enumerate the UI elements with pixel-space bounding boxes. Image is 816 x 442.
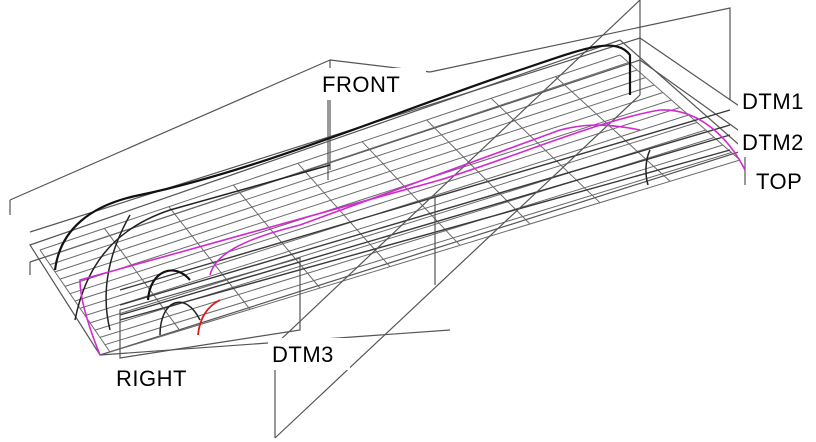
grid-line bbox=[39, 54, 621, 251]
top-label-text: TOP bbox=[756, 169, 802, 194]
grid-line bbox=[84, 122, 698, 317]
grid-line bbox=[490, 97, 601, 204]
label-top: TOP bbox=[752, 166, 812, 196]
profile-curves bbox=[53, 44, 651, 336]
front-label-text: FRONT bbox=[322, 72, 400, 97]
grid-line bbox=[59, 84, 655, 280]
grid-line bbox=[69, 99, 672, 295]
dtm1-datum-plane[interactable] bbox=[29, 37, 746, 233]
label-dtm3: DTM3 bbox=[268, 338, 350, 370]
dtm2-label-text: DTM2 bbox=[742, 130, 804, 155]
grid-line bbox=[426, 119, 531, 225]
grid-line bbox=[555, 76, 671, 182]
label-dtm2: DTM2 bbox=[738, 127, 816, 157]
grid-line bbox=[619, 54, 741, 161]
label-front: FRONT bbox=[318, 68, 426, 100]
grid-line bbox=[54, 77, 646, 273]
dtm3-label-text: DTM3 bbox=[272, 342, 334, 367]
grid-line bbox=[64, 92, 664, 287]
sketch-curves-magenta bbox=[79, 109, 746, 356]
keel-lines bbox=[119, 109, 731, 321]
grid-line bbox=[74, 107, 681, 302]
dtm1-label-text: DTM1 bbox=[742, 89, 804, 114]
grid-line bbox=[361, 141, 461, 246]
grid-line bbox=[103, 228, 181, 331]
grid-line bbox=[104, 152, 732, 346]
grid-line bbox=[109, 159, 741, 353]
grid-line bbox=[39, 249, 111, 353]
grid-line bbox=[232, 184, 321, 289]
label-right: RIGHT bbox=[112, 362, 204, 394]
sketch-curve-red bbox=[197, 299, 221, 336]
label-dtm1: DTM1 bbox=[738, 86, 816, 116]
grid-line bbox=[99, 144, 724, 338]
right-label-text: RIGHT bbox=[116, 366, 187, 391]
right-datum-plane[interactable] bbox=[119, 100, 329, 359]
grid-line bbox=[168, 206, 251, 310]
grid-line bbox=[44, 62, 629, 258]
grid-line bbox=[49, 69, 638, 266]
